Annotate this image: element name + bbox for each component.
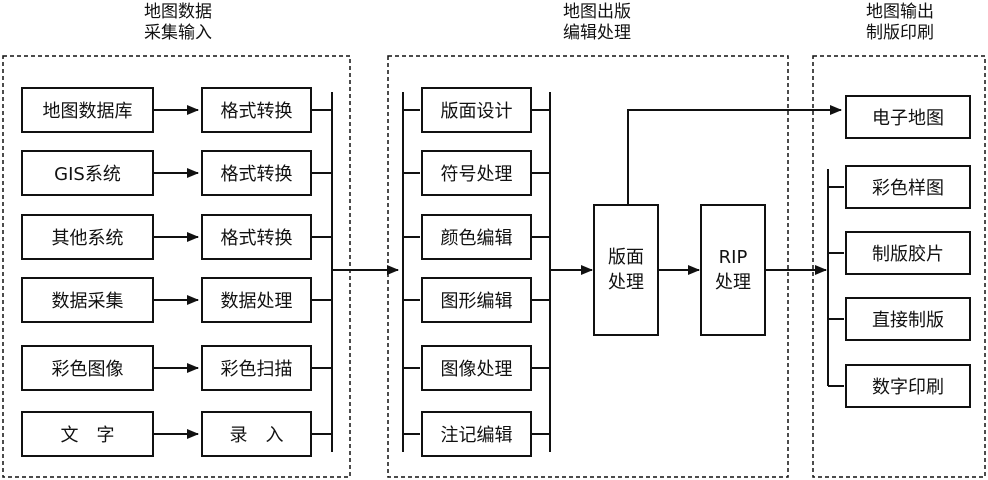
heading-collect-line1: 地图数据 xyxy=(144,2,212,22)
rip-processing-line1: RIP xyxy=(718,247,748,268)
editing-left-bus xyxy=(402,92,420,452)
edit-box-color-editing: 颜色编辑 xyxy=(421,214,532,260)
source-box-other-system: 其他系统 xyxy=(21,214,154,260)
layout-processing-line1: 版面 xyxy=(608,247,644,268)
output-box-plate-film: 制版胶片 xyxy=(845,231,971,275)
conversion-box-color-scan: 彩色扫描 xyxy=(201,345,312,391)
editing-right-bus xyxy=(532,92,551,452)
heading-output-line2: 制版印刷 xyxy=(866,23,934,43)
conversion-box-3: 格式转换 xyxy=(201,214,312,260)
output-box-electronic-map: 电子地图 xyxy=(845,95,971,139)
output-bus xyxy=(827,169,844,387)
layout-processing-line2: 处理 xyxy=(608,272,644,293)
output-box-color-proof: 彩色样图 xyxy=(845,165,971,209)
rip-processing-box: RIP 处理 xyxy=(700,204,766,336)
source-box-data-collection: 数据采集 xyxy=(21,277,154,323)
heading-output: 地图输出 制版印刷 xyxy=(840,2,960,44)
section-frame-output xyxy=(812,55,986,478)
source-box-text: 文 字 xyxy=(21,411,154,457)
arrow-to-electronic-map xyxy=(627,105,842,204)
conversion-box-1: 格式转换 xyxy=(201,87,312,133)
conversion-box-data-processing: 数据处理 xyxy=(201,277,312,323)
source-box-map-database: 地图数据库 xyxy=(21,87,154,133)
layout-processing-box: 版面 处理 xyxy=(593,204,659,336)
heading-edit-line2: 编辑处理 xyxy=(563,23,631,43)
edit-box-annotation-editing: 注记编辑 xyxy=(421,411,532,457)
heading-edit: 地图出版 编辑处理 xyxy=(537,2,657,44)
rip-processing-line2: 处理 xyxy=(715,272,751,293)
edit-box-graphic-editing: 图形编辑 xyxy=(421,277,532,323)
conversion-box-input: 录 入 xyxy=(201,411,312,457)
source-box-color-image: 彩色图像 xyxy=(21,345,154,391)
edit-box-image-processing: 图像处理 xyxy=(421,345,532,391)
source-box-gis-system: GIS系统 xyxy=(21,150,154,196)
heading-output-line1: 地图输出 xyxy=(866,2,934,22)
heading-collect: 地图数据 采集输入 xyxy=(118,2,238,44)
conversion-box-2: 格式转换 xyxy=(201,150,312,196)
collector-bus xyxy=(312,92,333,452)
section-frame-collect xyxy=(2,55,351,478)
output-box-direct-plate: 直接制版 xyxy=(845,297,971,341)
edit-box-symbol-processing: 符号处理 xyxy=(421,150,532,196)
edit-box-layout-design: 版面设计 xyxy=(421,87,532,133)
heading-edit-line1: 地图出版 xyxy=(563,2,631,22)
heading-collect-line2: 采集输入 xyxy=(144,23,212,43)
output-box-digital-print: 数字印刷 xyxy=(845,364,971,408)
